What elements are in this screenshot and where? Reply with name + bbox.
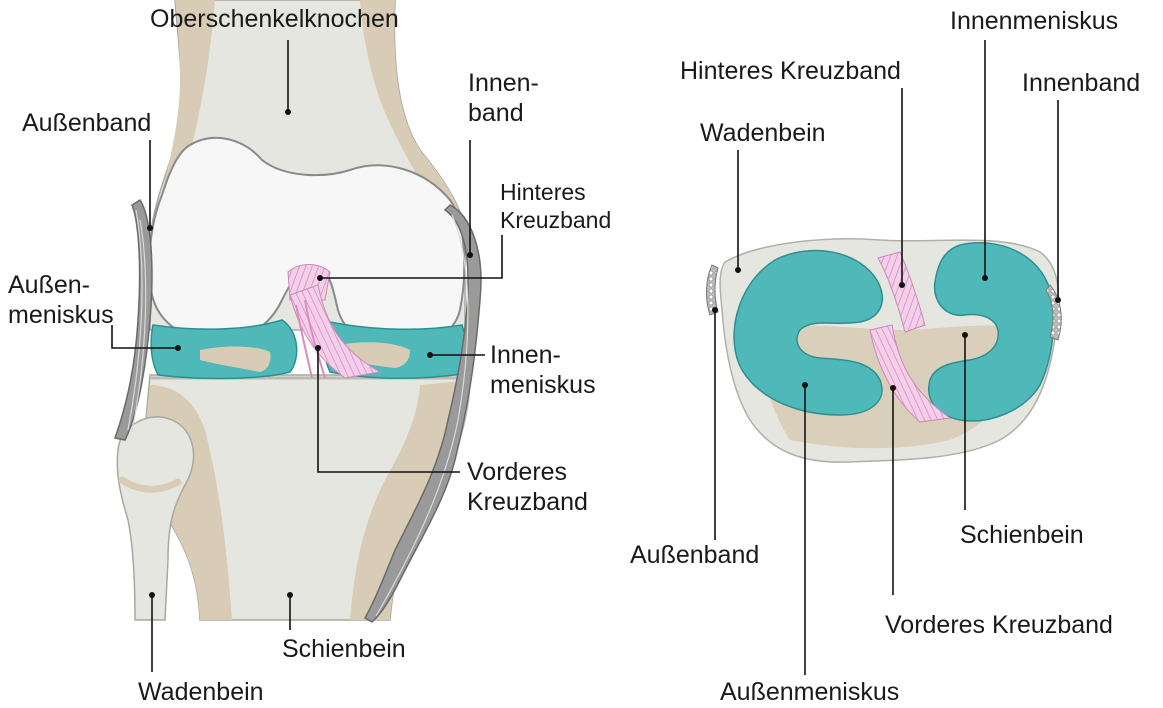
label-front-aussenmeniskus-line1: Außen- xyxy=(8,270,114,300)
label-front-hinteres-kreuzband-line2: Kreuzband xyxy=(500,206,611,234)
label-front-aussenband: Außenband xyxy=(22,108,151,138)
label-front-innenmeniskus: Innen- meniskus xyxy=(490,340,596,400)
front-view-knee xyxy=(115,0,481,622)
label-front-schienbein: Schienbein xyxy=(282,634,406,664)
label-front-aussenmeniskus: Außen- meniskus xyxy=(8,270,114,330)
label-front-wadenbein: Wadenbein xyxy=(138,677,264,707)
label-top-vorderes-kreuzband: Vorderes Kreuzband xyxy=(885,610,1113,640)
label-front-innenmeniskus-line2: meniskus xyxy=(490,370,596,400)
top-view-tibial-plateau xyxy=(706,239,1061,462)
label-top-innenmeniskus: Innenmeniskus xyxy=(950,6,1118,36)
front-lateral-collateral-ligament xyxy=(115,200,152,440)
label-front-innenband: Innen- band xyxy=(468,68,539,128)
label-top-hinteres-kreuzband: Hinteres Kreuzband xyxy=(680,56,901,86)
label-front-aussenmeniskus-line2: meniskus xyxy=(8,300,114,330)
label-front-hinteres-kreuzband-line1: Hinteres xyxy=(500,178,611,206)
label-front-oberschenkelknochen: Oberschenkelknochen xyxy=(150,4,399,34)
label-front-vorderes-kreuzband: Vorderes Kreuzband xyxy=(467,457,588,517)
label-top-wadenbein: Wadenbein xyxy=(700,118,826,148)
label-front-innenband-line2: band xyxy=(468,98,539,128)
label-front-innenmeniskus-line1: Innen- xyxy=(490,340,596,370)
label-top-schienbein: Schienbein xyxy=(960,520,1084,550)
label-top-aussenband: Außenband xyxy=(630,540,759,570)
label-front-hinteres-kreuzband: Hinteres Kreuzband xyxy=(500,178,611,234)
label-top-aussenmeniskus: Außenmeniskus xyxy=(720,677,899,707)
label-top-innenband: Innenband xyxy=(1022,68,1140,98)
label-front-vorderes-kreuzband-line2: Kreuzband xyxy=(467,487,588,517)
label-front-innenband-line1: Innen- xyxy=(468,68,539,98)
label-front-vorderes-kreuzband-line1: Vorderes xyxy=(467,457,588,487)
